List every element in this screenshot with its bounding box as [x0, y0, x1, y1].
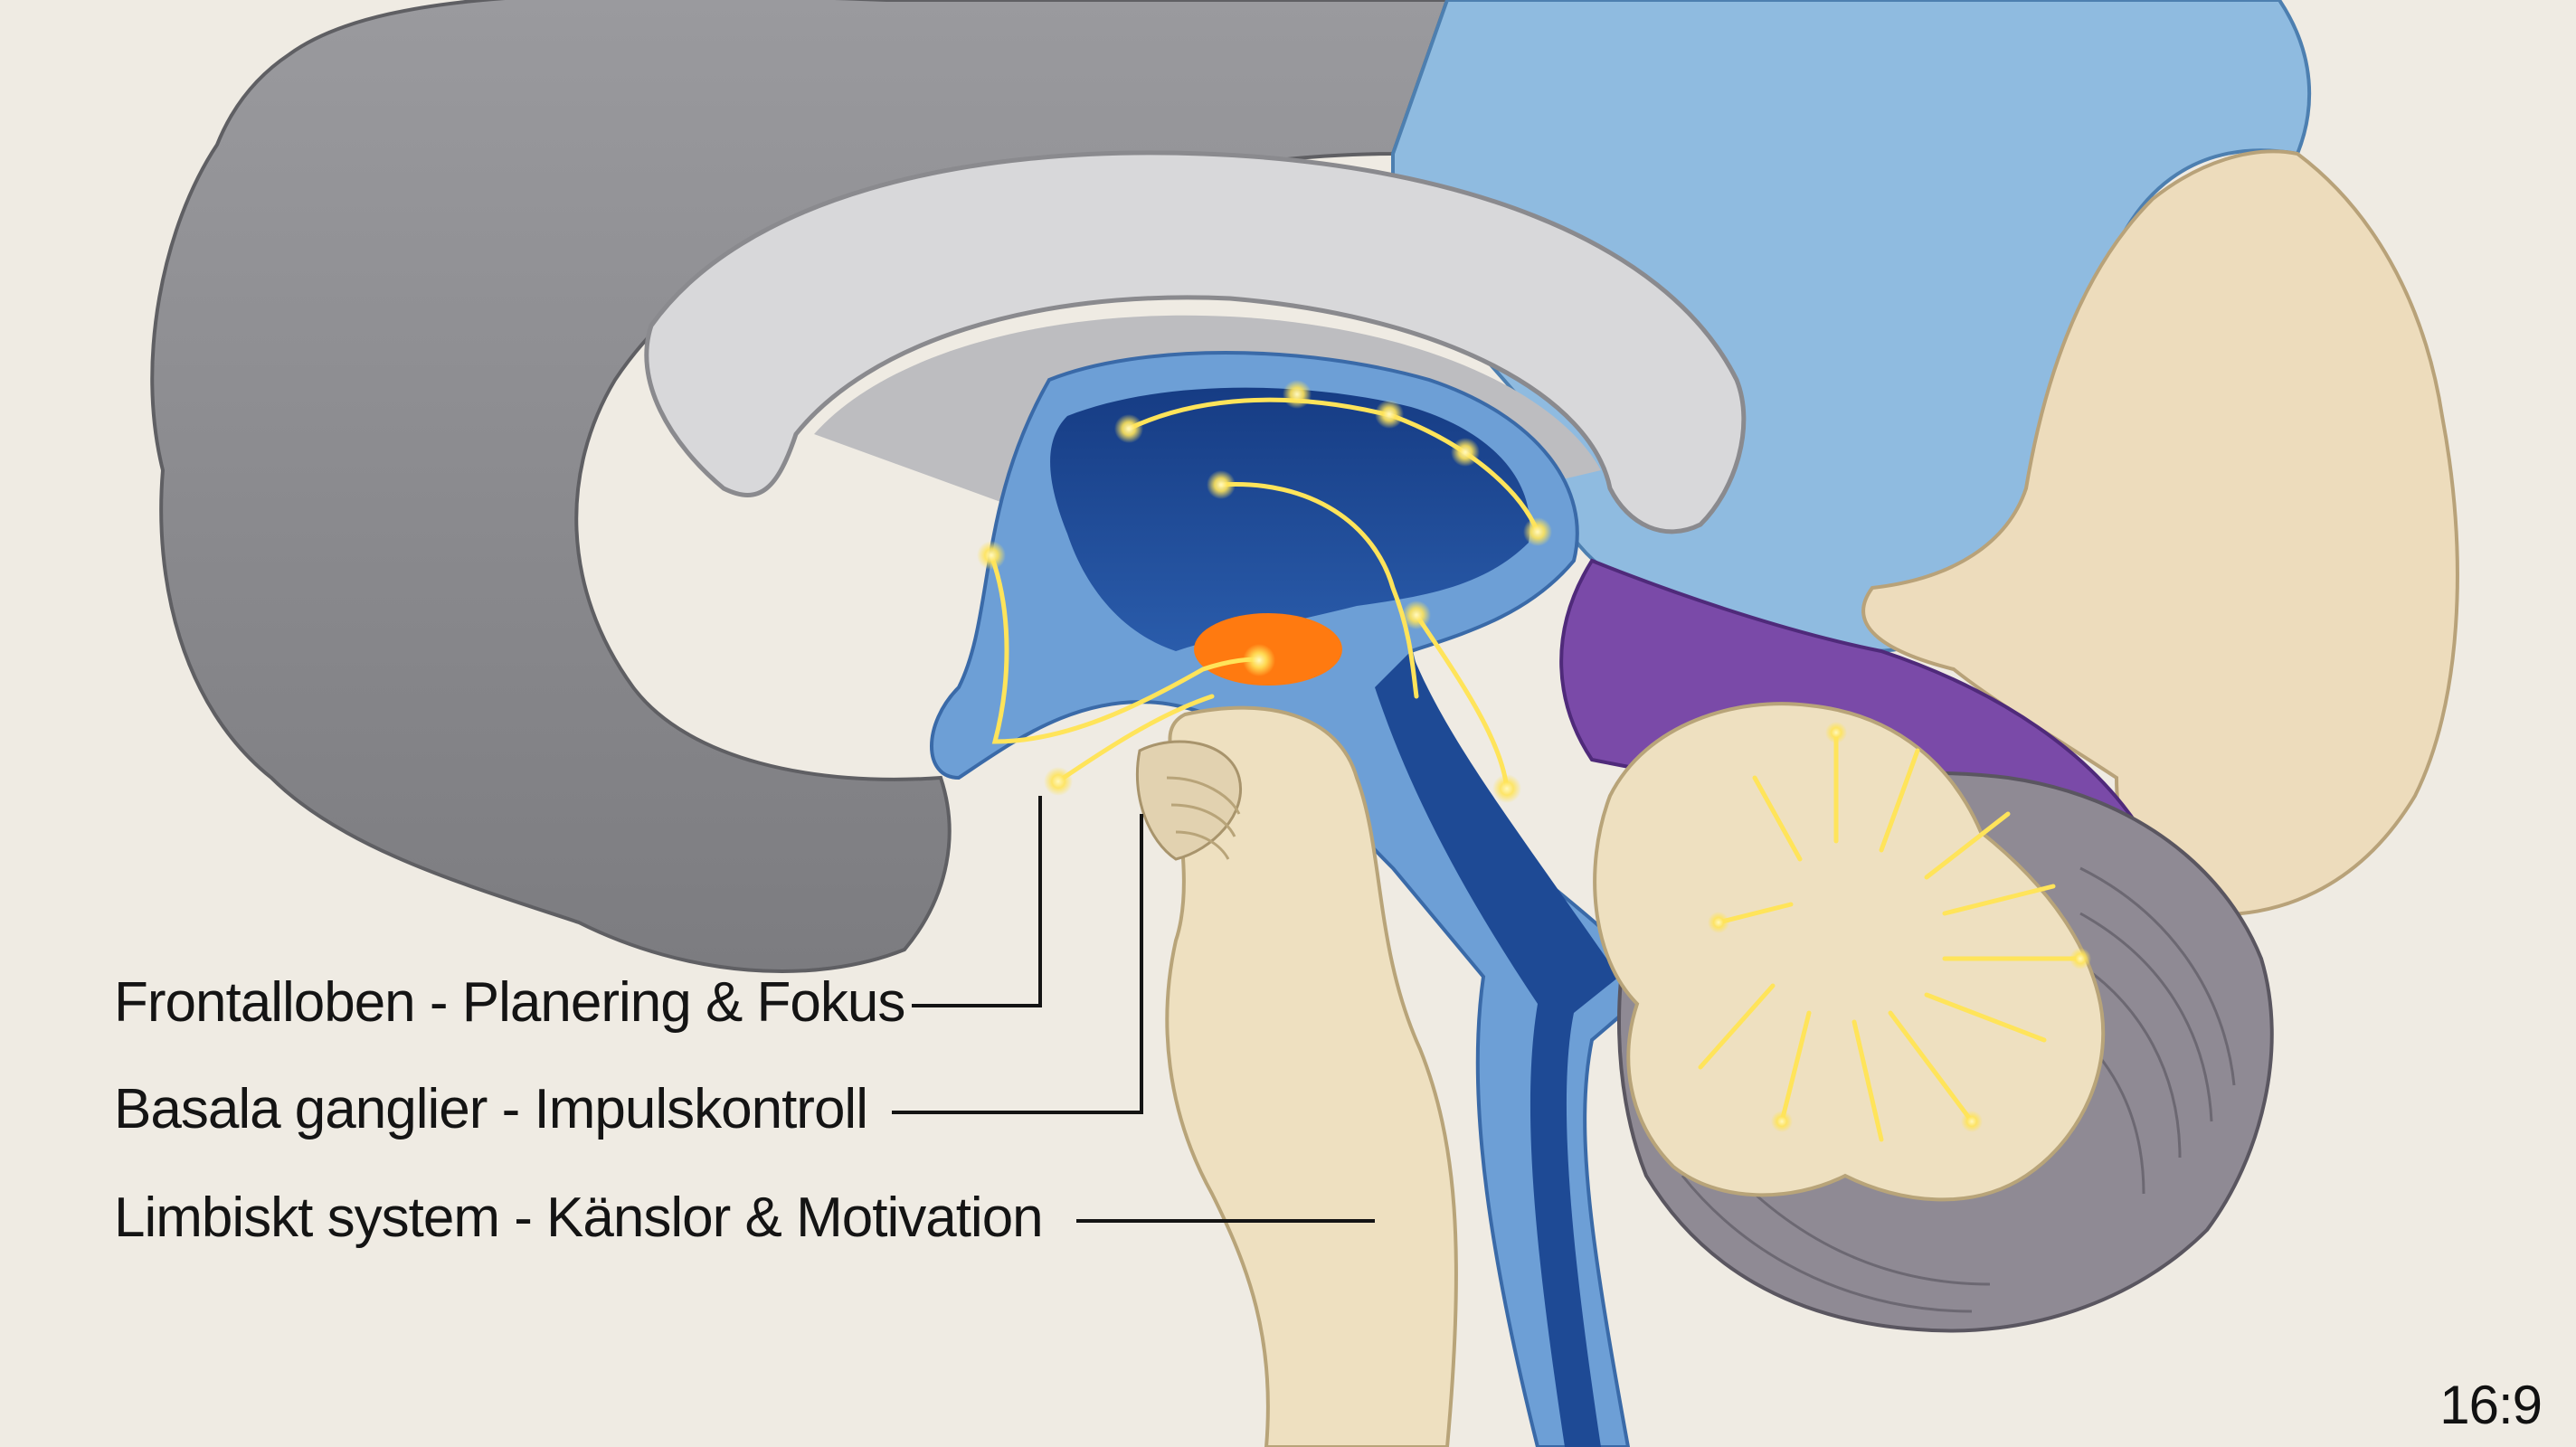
- pathway-arc-mid: [1218, 482, 1419, 699]
- ventricle-interior: [1050, 387, 1530, 651]
- leader-line-basal: [892, 814, 1143, 1114]
- pathway-frontal: [989, 553, 1262, 744]
- leader-line-frontal: [912, 796, 1042, 1007]
- aspect-ratio-badge: 16:9: [2439, 1375, 2543, 1435]
- ventricle-outer: [930, 351, 1658, 1447]
- neural-pathways: [989, 397, 1540, 791]
- arbor-vitae: [1593, 702, 2106, 1202]
- label-limbic-system: Limbiskt system - Känslor & Motivation: [114, 1187, 1044, 1249]
- pathway-lower: [1056, 694, 1215, 784]
- label-basal-ganglia: Basala ganglier - Impulskontroll: [114, 1078, 868, 1140]
- cerebral-aqueduct: [1375, 651, 1619, 1447]
- brainstem: [1165, 705, 1458, 1447]
- cerebellum-pathways: [1698, 730, 2083, 1142]
- leader-lines: [892, 796, 1375, 1223]
- pathway-nodes: [977, 380, 2091, 1132]
- occipital-lobe: [1861, 149, 2459, 917]
- label-frontal-lobe: Frontalloben - Planering & Fokus: [114, 971, 905, 1034]
- pons-ridges: [1166, 776, 1241, 860]
- corpus-callosum: [644, 150, 1747, 534]
- pathway-descending: [1414, 612, 1510, 791]
